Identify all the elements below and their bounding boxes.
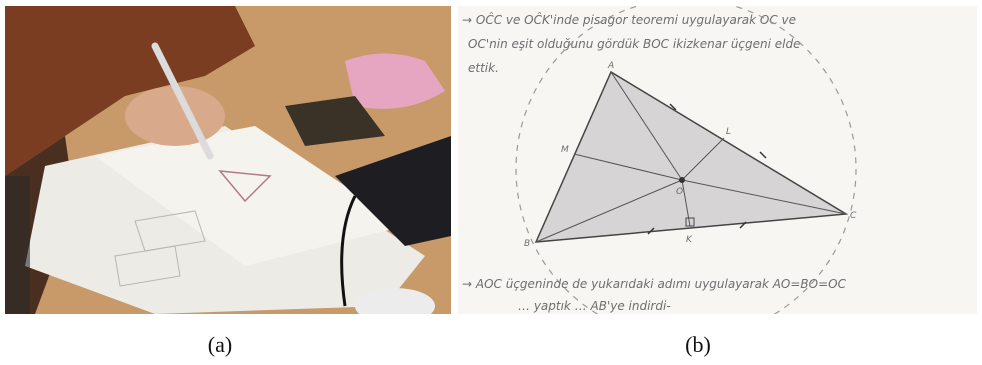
right-angle-marker (685, 217, 695, 227)
line-O-L (681, 137, 725, 181)
notes-drawing: → OĈC ve OĈK'inde pisagor teoremi uygula… (462, 6, 857, 314)
pencil-case (345, 53, 445, 109)
caption-b: (b) (685, 332, 711, 357)
tick-3 (669, 103, 677, 111)
label-B: B (524, 239, 530, 249)
pen (151, 42, 214, 160)
drawn-triangle (218, 170, 272, 203)
label-C: C (850, 211, 857, 221)
handwritten-notes: → OĈC ve OĈK'inde pisagor teoremi uygula… (458, 6, 977, 314)
photo-scene (5, 6, 451, 314)
note-line-2: OC'nin eşit olduğunu gördük BOC ikizkena… (468, 37, 801, 51)
construction-lines (535, 71, 847, 243)
triangle-ABC (534, 70, 849, 243)
line-A-O (610, 71, 683, 181)
line-O-M (573, 153, 683, 181)
person-shirt (5, 6, 255, 176)
photo-student-drawing (5, 6, 451, 314)
note-line-4: → AOC üçgeninde de yukarıdaki adımı uygu… (462, 277, 847, 291)
note-line-5: … yaptık … AB'ye indirdi- (518, 299, 671, 313)
note-line-1: → OĈC ve OĈK'inde pisagor teoremi uygula… (462, 12, 796, 27)
line-C-O (681, 179, 847, 215)
hand (125, 86, 225, 146)
label-O: O (676, 187, 683, 197)
faint-sketch-2 (114, 245, 181, 287)
laptop (335, 136, 451, 246)
label-A: A (607, 61, 614, 71)
faint-sketch-1 (134, 210, 206, 252)
dark-pouch (285, 96, 385, 146)
note-line-3: ettik. (468, 61, 499, 75)
tick-marks (647, 103, 767, 235)
circumcircle (515, 6, 857, 314)
caption-a: (a) (207, 332, 233, 357)
label-L: L (726, 127, 731, 137)
label-K: K (686, 235, 693, 245)
tick-4 (759, 151, 767, 159)
center-point-O (679, 177, 685, 183)
cable (340, 195, 357, 307)
mouse (355, 288, 435, 314)
tick-2 (739, 221, 747, 229)
line-B-O (535, 179, 683, 243)
tick-1 (647, 227, 655, 235)
label-M: M (561, 145, 569, 155)
left-shadow (5, 176, 30, 314)
